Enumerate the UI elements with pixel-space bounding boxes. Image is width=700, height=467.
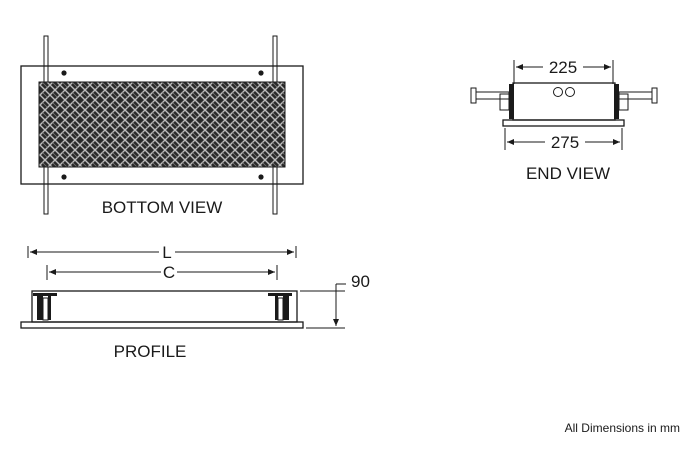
screw	[258, 70, 264, 76]
screw	[258, 174, 264, 180]
rod-left	[470, 87, 510, 111]
rod-right	[618, 87, 658, 111]
profile-flange	[20, 321, 304, 329]
end-flange	[502, 119, 625, 127]
grille-mesh	[38, 81, 286, 168]
profile-view: L C 90 PROFILE	[20, 243, 370, 361]
screw	[61, 70, 67, 76]
end-view: 225 275 END VIEW	[470, 58, 658, 183]
profile-label: PROFILE	[114, 342, 187, 361]
units-note: All Dimensions in mm	[565, 421, 680, 435]
bottom-view-label: BOTTOM VIEW	[102, 198, 223, 217]
end-body	[512, 82, 616, 121]
profile-body	[31, 290, 298, 323]
dim-label-L: L	[162, 243, 171, 262]
clamp-right	[268, 293, 292, 321]
screw	[61, 174, 67, 180]
bottom-view: BOTTOM VIEW	[20, 35, 304, 217]
dim-label-225: 225	[549, 58, 577, 77]
dim-label-275: 275	[551, 133, 579, 152]
end-view-label: END VIEW	[526, 164, 610, 183]
hole	[553, 87, 563, 97]
hole	[565, 87, 575, 97]
dim-label-90: 90	[351, 272, 370, 291]
bottom-frame	[20, 65, 304, 185]
dim-label-C: C	[163, 263, 175, 282]
clamp-left	[33, 293, 57, 321]
